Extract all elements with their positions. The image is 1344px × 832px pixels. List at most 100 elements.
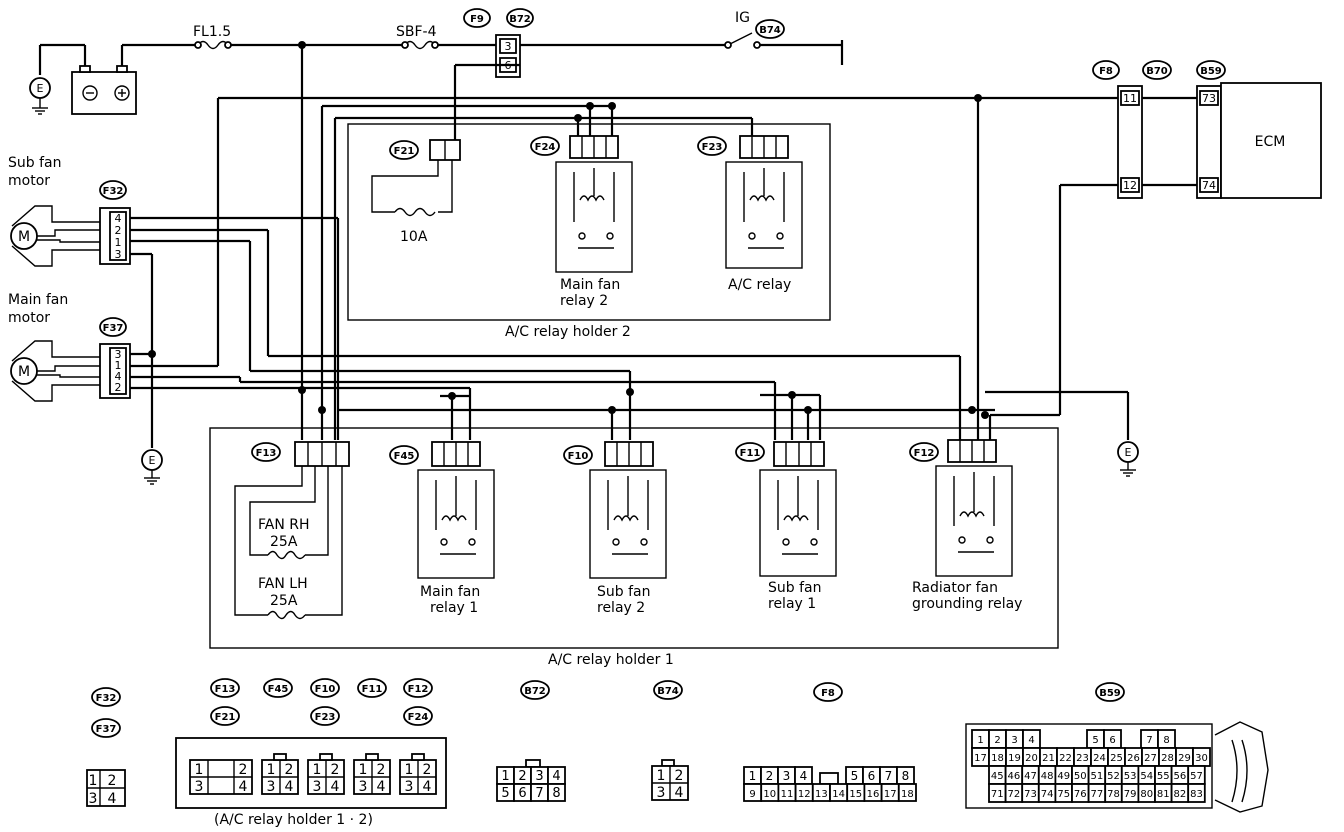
svg-text:F32: F32 [103, 186, 124, 197]
svg-text:25A: 25A [270, 593, 298, 609]
svg-text:M: M [18, 364, 30, 380]
pin-label: 17 [974, 753, 987, 764]
pin-label: 52 [1107, 771, 1120, 782]
ecm-label: ECM [1255, 134, 1286, 150]
svg-text:Main fan: Main fan [420, 584, 480, 600]
svg-text:F21: F21 [215, 712, 236, 723]
pin-label: 47 [1024, 771, 1037, 782]
fuse-sbf4: SBF-4 [396, 24, 439, 50]
pin-label: 74 [1041, 789, 1054, 800]
svg-text:1: 1 [89, 773, 98, 789]
svg-text:F12: F12 [408, 684, 429, 695]
pin-label: 71 [991, 789, 1004, 800]
pin-label: 1 [501, 769, 509, 784]
pin-label: 4 [552, 769, 560, 784]
svg-text:grounding relay: grounding relay [912, 596, 1022, 612]
svg-text:3: 3 [657, 785, 666, 801]
svg-text:1: 1 [195, 762, 204, 778]
svg-text:relay 2: relay 2 [560, 293, 608, 309]
pin-label: 4 [1028, 735, 1034, 746]
svg-text:F11: F11 [740, 448, 761, 459]
svg-text:F37: F37 [96, 724, 117, 735]
svg-text:B59: B59 [1099, 688, 1121, 699]
relay-holder-1: A/C relay holder 1 F13 FAN RH 25A FAN LH… [209, 427, 1059, 668]
svg-text:Sub fan: Sub fan [8, 155, 61, 171]
svg-text:Main fan: Main fan [8, 292, 68, 308]
svg-text:11: 11 [1123, 92, 1137, 105]
ignition-switch: B74 IG [724, 10, 785, 49]
svg-text:B72: B72 [509, 14, 531, 25]
pin-label: 2 [766, 769, 774, 783]
legend-f32-f37: F32 F37 1 2 3 4 [86, 687, 126, 807]
relay-socket: 1 2 3 4 [399, 753, 437, 795]
svg-text:3: 3 [89, 791, 98, 807]
pin-label: 81 [1157, 789, 1170, 800]
pin-label: 82 [1174, 789, 1187, 800]
pin-label: 11 [781, 789, 794, 800]
pin-label: 13 [815, 789, 828, 800]
ecm-unit: ECM [1220, 82, 1322, 199]
svg-text:F13: F13 [215, 684, 236, 695]
pin-label: 23 [1076, 753, 1089, 764]
pin-label: 2 [994, 735, 1000, 746]
pin-label: 15 [849, 789, 862, 800]
svg-text:1: 1 [115, 359, 122, 372]
pin-label: 18 [901, 789, 914, 800]
pin-label: 5 [1092, 735, 1098, 746]
svg-text:1: 1 [657, 768, 666, 784]
svg-text:B74: B74 [759, 25, 781, 36]
svg-text:4: 4 [115, 370, 122, 383]
svg-text:4: 4 [108, 791, 117, 807]
svg-text:1: 1 [313, 762, 322, 778]
svg-text:B74: B74 [657, 686, 679, 697]
svg-text:F10: F10 [315, 684, 336, 695]
svg-text:E: E [149, 454, 156, 467]
pin-label: 9 [749, 789, 755, 800]
svg-text:3: 3 [115, 248, 122, 261]
svg-text:2: 2 [239, 762, 248, 778]
pin-label: 1 [749, 769, 757, 783]
pin-label: 77 [1091, 789, 1104, 800]
svg-text:F23: F23 [702, 142, 723, 153]
pin-label: 49 [1057, 771, 1070, 782]
svg-text:2: 2 [108, 773, 117, 789]
fuse-fl15: FL1.5 [193, 24, 232, 50]
pin-label: 30 [1195, 753, 1208, 764]
pin-label: 56 [1174, 771, 1187, 782]
svg-text:3: 3 [267, 779, 276, 795]
pin-label: 18 [991, 753, 1004, 764]
svg-text:73: 73 [1202, 92, 1216, 105]
connector-f32: F32 4 2 1 3 [99, 180, 131, 265]
pin-label: 53 [1124, 771, 1137, 782]
pin-label: 8 [1163, 735, 1169, 746]
relay-socket: 1 2 3 4 [307, 753, 345, 795]
pin-label: 54 [1140, 771, 1153, 782]
svg-text:2: 2 [675, 768, 684, 784]
pin-label: 1 [977, 735, 983, 746]
pin-label: 4 [800, 769, 808, 783]
sub-fan-motor: Sub fan motor M [8, 155, 100, 267]
pin-label: 25 [1110, 753, 1123, 764]
svg-text:F21: F21 [394, 146, 415, 157]
pin-label: 26 [1127, 753, 1140, 764]
pin-label: 16 [867, 789, 880, 800]
svg-text:relay 2: relay 2 [597, 600, 645, 616]
connector-b59: B59 73 74 [1196, 60, 1226, 199]
connector-f9-b72: F9 B72 3 6 [463, 8, 534, 78]
svg-text:relay 1: relay 1 [768, 596, 816, 612]
pin-label: 79 [1124, 789, 1137, 800]
main-fan-motor: Main fan motor M [8, 292, 100, 402]
pin-label: 27 [1144, 753, 1157, 764]
connector-f8-b70: F8 B70 11 12 [1092, 60, 1172, 199]
svg-text:Main fan: Main fan [560, 277, 620, 293]
pin-label: 24 [1093, 753, 1106, 764]
pin-label: 19 [1008, 753, 1021, 764]
svg-text:2: 2 [377, 762, 386, 778]
pin-label: 20 [1025, 753, 1038, 764]
latch [525, 759, 541, 768]
